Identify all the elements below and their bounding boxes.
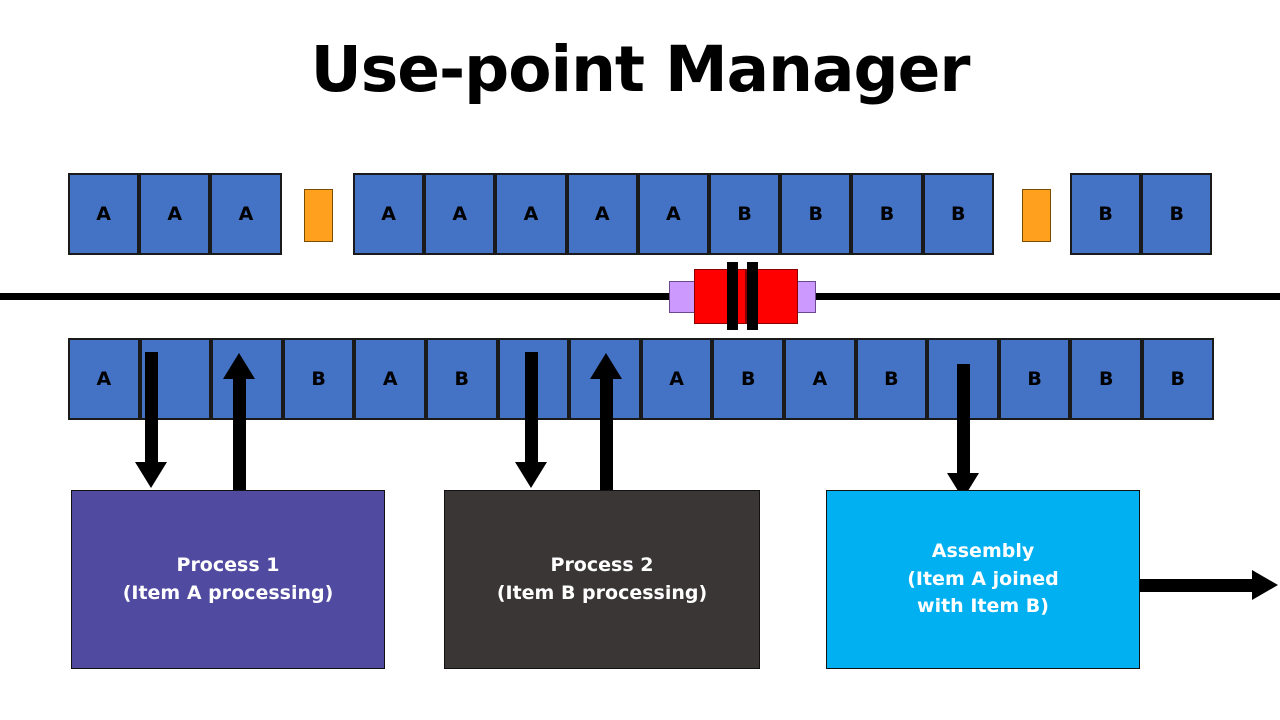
use-point-item: B xyxy=(855,338,928,420)
arrow-right-from-assembly-head xyxy=(1252,570,1278,600)
assembly-label: Assembly (Item A joined with Item B) xyxy=(907,540,1059,618)
use-point-item: B xyxy=(426,338,498,420)
process-1[interactable]: Process 1 (Item A processing) xyxy=(71,490,385,669)
supply-item: A xyxy=(566,173,638,255)
supply-item: B xyxy=(1070,173,1142,255)
use-point-item: A xyxy=(68,338,140,420)
supply-item: A xyxy=(210,173,282,255)
process-2[interactable]: Process 2 (Item B processing) xyxy=(444,490,760,669)
supply-item: B xyxy=(1141,173,1213,255)
supply-item: A xyxy=(353,173,425,255)
arrow-down-to-assembly xyxy=(957,364,970,487)
use-point-item: B xyxy=(712,338,784,420)
arrow-up-from-process-1-head xyxy=(223,353,255,379)
supply-item: A xyxy=(139,173,211,255)
use-point-item: A xyxy=(354,338,426,420)
use-point-item: B xyxy=(1070,338,1142,420)
use-point-item xyxy=(211,338,283,420)
supply-item: B xyxy=(780,173,852,255)
supply-item: B xyxy=(922,173,994,255)
supply-item: A xyxy=(495,173,567,255)
supply-item: B xyxy=(709,173,781,255)
supply-item: A xyxy=(68,173,140,255)
arrow-up-from-process-1 xyxy=(233,378,246,501)
process-2-label: Process 2 (Item B processing) xyxy=(496,553,708,604)
arrow-down-to-process-2-head xyxy=(515,462,547,488)
gate-block-left[interactable] xyxy=(694,269,746,324)
use-point-item: B xyxy=(998,338,1071,420)
gate-bar-right[interactable] xyxy=(747,262,758,330)
supply-item: B xyxy=(851,173,923,255)
supply-item: A xyxy=(637,173,709,255)
supply-item: A xyxy=(424,173,496,255)
supply-marker xyxy=(1022,189,1051,242)
arrow-down-to-process-1 xyxy=(145,352,158,475)
arrow-down-to-process-2 xyxy=(525,352,538,475)
supply-marker xyxy=(304,189,333,242)
gate-bar-left[interactable] xyxy=(727,262,738,330)
arrow-up-from-process-2 xyxy=(600,378,613,501)
arrow-up-from-process-2-head xyxy=(590,353,622,379)
assembly[interactable]: Assembly (Item A joined with Item B) xyxy=(826,490,1140,669)
process-1-label: Process 1 (Item A processing) xyxy=(122,553,334,604)
arrow-down-to-process-1-head xyxy=(135,462,167,488)
use-point-item: B xyxy=(282,338,355,420)
use-point-item: B xyxy=(1142,338,1214,420)
conveyor-line xyxy=(0,293,1280,300)
page-title: Use-point Manager xyxy=(310,33,971,106)
use-point-item: A xyxy=(640,338,713,420)
use-point-item: A xyxy=(784,338,856,420)
